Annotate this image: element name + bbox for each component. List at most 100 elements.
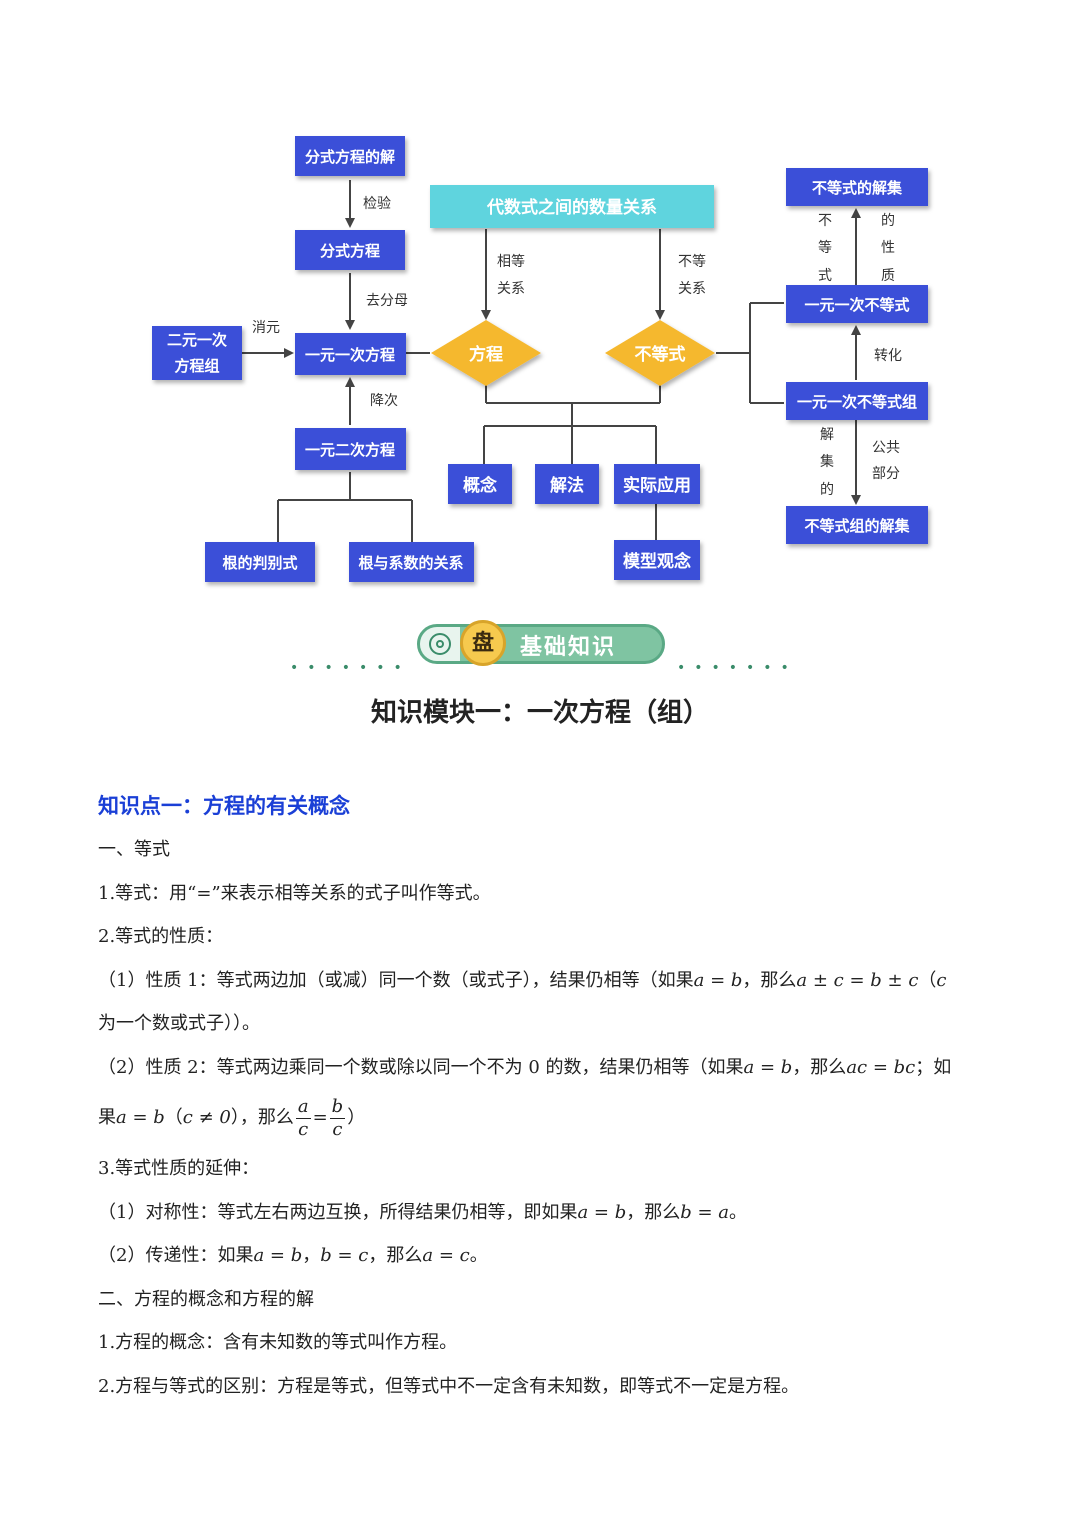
label-xingzhi-right-3: 质 — [881, 268, 895, 284]
label-jianyan: 检验 — [363, 196, 391, 212]
para-equation-diff: 2.方程与等式的区别：方程是等式，但等式中不一定含有未知数，即等式不一定是方程。 — [98, 1375, 800, 1397]
node-yiyuan-yici-label: 一元一次方程 — [305, 346, 395, 364]
math-prop2cont-1: a = b — [116, 1107, 165, 1128]
node-fenshi: 分式方程 — [295, 230, 405, 270]
math-sym-1: a = b — [577, 1201, 627, 1223]
content-body: 知识点一：方程的有关概念 一、等式 1.等式：用“=”来表示相等关系的式子叫作等… — [98, 786, 988, 1408]
frac-a-num: a — [295, 1095, 311, 1119]
diagram-connectors — [240, 180, 861, 542]
para-equality-props: 2.等式的性质： — [98, 926, 224, 947]
frac-a-den: c — [298, 1118, 309, 1140]
math-sym-2: b = a — [680, 1201, 730, 1223]
para-transitivity: （2）传递性：如果a = b，b = c，那么a = c。 — [98, 1234, 988, 1278]
node-bdsz-jieji: 不等式组的解集 — [786, 506, 928, 544]
label-jiejide-1: 解 — [820, 427, 834, 443]
node-pan-bie-shi-label: 根的判别式 — [222, 554, 297, 572]
node-gen-xishu: 根与系数的关系 — [349, 542, 474, 582]
node-eryuan-yici: 二元一次 方程组 — [152, 326, 242, 380]
target-icon — [429, 633, 451, 655]
node-yiyuan-bds: 一元一次不等式 — [786, 285, 928, 323]
node-yiyuan-bdsz-label: 一元一次不等式组 — [797, 393, 917, 411]
heading-equation: 二、方程的概念和方程的解 — [98, 1288, 314, 1310]
node-fangcheng: 方程 — [431, 320, 541, 386]
label-xingzhi-left-3: 式 — [818, 268, 832, 284]
math-trans-2: b = c — [320, 1245, 369, 1266]
node-shiji: 实际应用 — [614, 464, 700, 504]
label-jiejide-3: 的 — [820, 482, 834, 498]
label-budeng-2: 关系 — [678, 281, 706, 297]
node-yiyuan-erci: 一元二次方程 — [295, 428, 406, 470]
label-xingzhi-left-1: 不 — [818, 213, 832, 229]
text-prop2-b: ，那么 — [792, 1056, 847, 1078]
text-sym-a: （1）对称性：等式左右两边互换，所得结果仍相等，即如果 — [98, 1201, 578, 1223]
text-prop1-a: （1）性质 1：等式两边加（或减）同一个数（或式子），结果仍相等（如果 — [98, 969, 694, 991]
node-yiyuan-bds-label: 一元一次不等式 — [804, 296, 909, 314]
text-prop2cont-c: ），那么 — [230, 1107, 294, 1128]
text-prop2-c: ；如 — [915, 1056, 952, 1078]
label-xiangdeng-1: 相等 — [497, 253, 525, 270]
node-gainian-label: 概念 — [463, 475, 497, 496]
label-gonggong-1: 公共 — [872, 440, 900, 456]
node-fenshi-jie-label: 分式方程的解 — [305, 148, 395, 166]
label-xingzhi-left-2: 等 — [818, 239, 832, 256]
banner-pill: 盘 基础知识 — [417, 620, 665, 666]
math-prop1-3: c — [936, 969, 947, 991]
node-fangcheng-label: 方程 — [469, 344, 503, 365]
node-eryuan-yici-line2: 方程组 — [174, 357, 219, 375]
node-top-bar: 代数式之间的数量关系 — [430, 185, 714, 228]
para-extension: 3.等式性质的延伸： — [98, 1158, 260, 1179]
label-gonggong-2: 部分 — [872, 466, 900, 482]
para-equation-def: 1.方程的概念：含有未知数的等式叫作方程。 — [98, 1332, 458, 1353]
node-eryuan-yici-line1: 二元一次 — [167, 331, 227, 349]
text-frac-eq: = — [312, 1107, 328, 1128]
text-prop2cont-b: （ — [164, 1107, 183, 1128]
para-prop1-cont: 为一个数或式子））。 — [98, 1013, 260, 1034]
math-prop2cont-2: c ≠ 0 — [182, 1107, 231, 1128]
text-prop1-c: （ — [918, 969, 937, 991]
text-trans-d: 。 — [469, 1245, 488, 1266]
node-bds-jieji: 不等式的解集 — [786, 168, 928, 206]
label-jiejide-2: 集 — [820, 453, 834, 470]
frac-b-den: c — [332, 1118, 343, 1140]
knowledge-map-diagram: 分式方程的解 分式方程 二元一次 方程组 一元一次方程 一元二次方程 根的判别式… — [152, 136, 928, 582]
text-prop1-b: ，那么 — [742, 969, 797, 991]
math-prop2-2: ac = bc — [846, 1056, 916, 1078]
node-jiefa: 解法 — [535, 464, 599, 504]
section-title: 知识模块一：一次方程（组） — [370, 698, 709, 728]
node-budengshi: 不等式 — [605, 320, 715, 386]
text-prop2cont-d: ） — [347, 1107, 366, 1128]
node-yiyuan-bdsz: 一元一次不等式组 — [786, 382, 928, 420]
label-jiangci: 降次 — [370, 393, 398, 409]
math-prop2-1: a = b — [743, 1056, 793, 1078]
label-zhuanhua: 转化 — [874, 348, 902, 364]
node-moxing-label: 模型观念 — [623, 551, 691, 572]
node-moxing: 模型观念 — [614, 540, 700, 580]
text-trans-b: ， — [302, 1245, 321, 1266]
banner-dots-right: ••••••• — [677, 660, 798, 676]
node-bds-jieji-label: 不等式的解集 — [812, 179, 903, 197]
para-prop1: （1）性质 1：等式两边加（或减）同一个数（或式子），结果仍相等（如果a = b… — [98, 959, 988, 1003]
knowledge-point-title: 知识点一：方程的有关概念 — [98, 793, 350, 818]
medal-icon: 盘 — [460, 620, 506, 666]
frac-b-num: b — [329, 1095, 346, 1119]
node-gen-xishu-label: 根与系数的关系 — [358, 554, 463, 572]
label-xiangdeng-2: 关系 — [497, 281, 525, 297]
label-xiaoyuan: 消元 — [252, 320, 280, 336]
label-qufenmu: 去分母 — [366, 293, 408, 309]
node-yiyuan-yici: 一元一次方程 — [295, 333, 406, 375]
para-equality-def: 1.等式：用“=”来表示相等关系的式子叫作等式。 — [98, 882, 491, 904]
label-budeng-1: 不等 — [678, 253, 706, 270]
text-prop2-a: （2）性质 2：等式两边乘同一个数或除以同一个不为 0 的数，结果仍相等（如果 — [98, 1056, 744, 1078]
label-xingzhi-right-2: 性 — [881, 240, 895, 256]
banner-pill-cap — [420, 627, 460, 661]
text-trans-c: ，那么 — [368, 1245, 423, 1266]
para-symmetry: （1）对称性：等式左右两边互换，所得结果仍相等，即如果a = b，那么b = a… — [98, 1191, 988, 1235]
math-trans-1: a = b — [253, 1245, 303, 1266]
banner-dots-left: ••••••• — [290, 660, 411, 676]
math-prop1-1: a = b — [693, 969, 743, 991]
node-pan-bie-shi: 根的判别式 — [205, 542, 315, 582]
node-top-bar-label: 代数式之间的数量关系 — [486, 197, 657, 218]
text-sym-c: 。 — [729, 1201, 748, 1223]
